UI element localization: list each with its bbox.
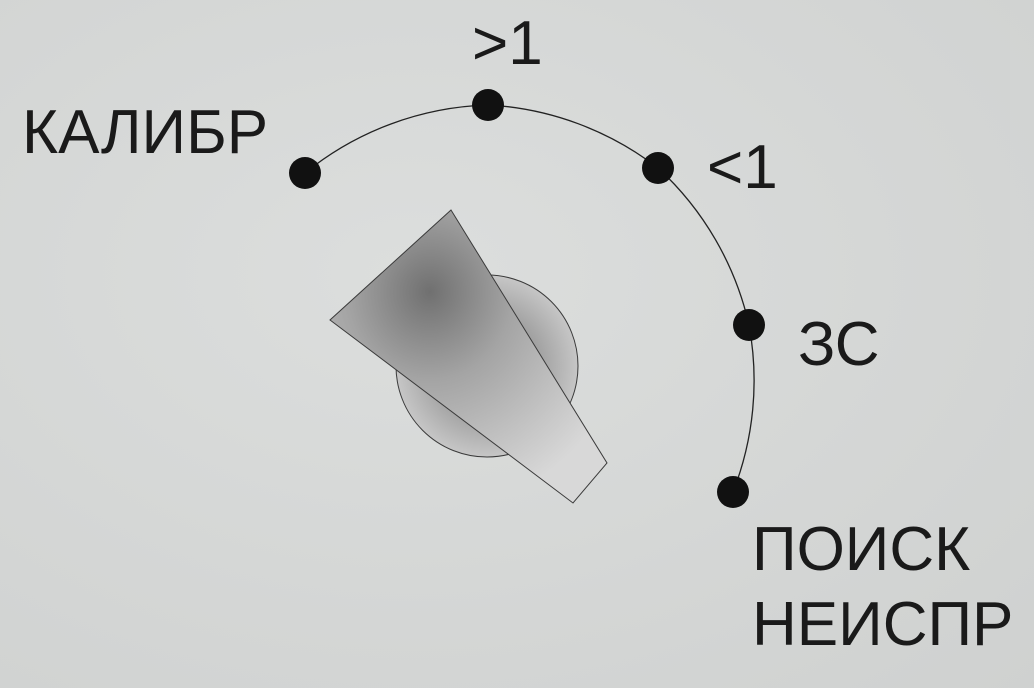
position-label-gt1[interactable]: >1 bbox=[472, 9, 543, 78]
position-label-lt1[interactable]: <1 bbox=[707, 133, 778, 202]
detent-dot-calib[interactable] bbox=[289, 157, 321, 189]
position-label-zs[interactable]: ЗС bbox=[798, 310, 880, 379]
position-label-fault-line2[interactable]: НЕИСПР bbox=[752, 590, 1013, 659]
position-label-fault-line1[interactable]: ПОИСК bbox=[752, 515, 970, 584]
detent-dot-zs[interactable] bbox=[733, 309, 765, 341]
rotary-knob-icon[interactable] bbox=[329, 209, 608, 504]
detent-dot-fault[interactable] bbox=[717, 476, 749, 508]
position-label-calib[interactable]: КАЛИБР bbox=[22, 98, 268, 167]
detent-dot-gt1[interactable] bbox=[472, 89, 504, 121]
detent-dot-lt1[interactable] bbox=[642, 152, 674, 184]
